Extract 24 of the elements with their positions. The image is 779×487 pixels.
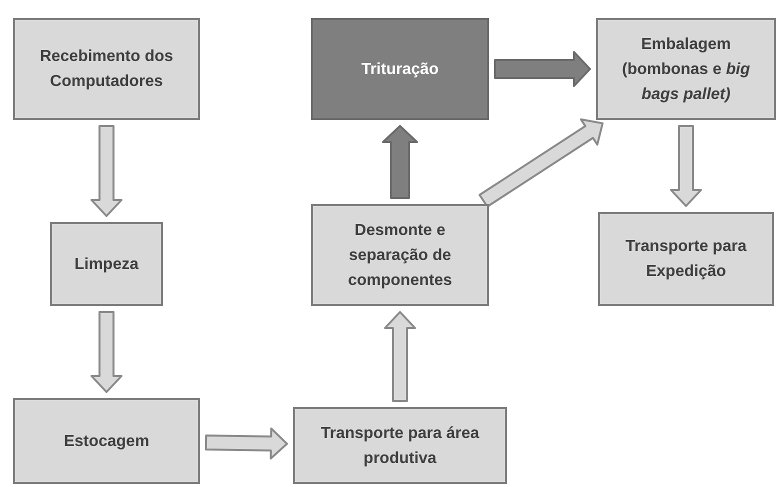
block-arrow bbox=[90, 311, 122, 393]
box-label: Transporte para área produtiva bbox=[320, 424, 480, 468]
box-label: Embalagem (bombonas e big bags pallet) bbox=[620, 34, 751, 104]
box-label: Limpeza bbox=[74, 254, 138, 274]
box-label: Desmonte e separação de componentes bbox=[346, 220, 453, 290]
block-arrow bbox=[478, 118, 604, 208]
box-label: Recebimento dos Computadores bbox=[39, 47, 174, 92]
process-box bbox=[13, 18, 200, 120]
block-arrow bbox=[670, 125, 702, 207]
process-box bbox=[596, 18, 776, 120]
process-box bbox=[311, 18, 489, 120]
box-label: Trituração bbox=[361, 60, 439, 80]
process-box bbox=[311, 204, 489, 306]
process-box bbox=[50, 222, 163, 306]
process-box bbox=[13, 398, 200, 484]
process-box bbox=[293, 407, 507, 484]
block-arrow bbox=[494, 51, 591, 87]
block-arrow bbox=[382, 125, 418, 199]
box-label: Estocagem bbox=[64, 432, 150, 452]
block-arrow bbox=[90, 125, 122, 217]
box-label: Transporte para Expedição bbox=[624, 237, 748, 282]
process-box bbox=[598, 212, 774, 306]
block-arrow bbox=[204, 428, 288, 460]
block-arrow bbox=[384, 311, 416, 402]
